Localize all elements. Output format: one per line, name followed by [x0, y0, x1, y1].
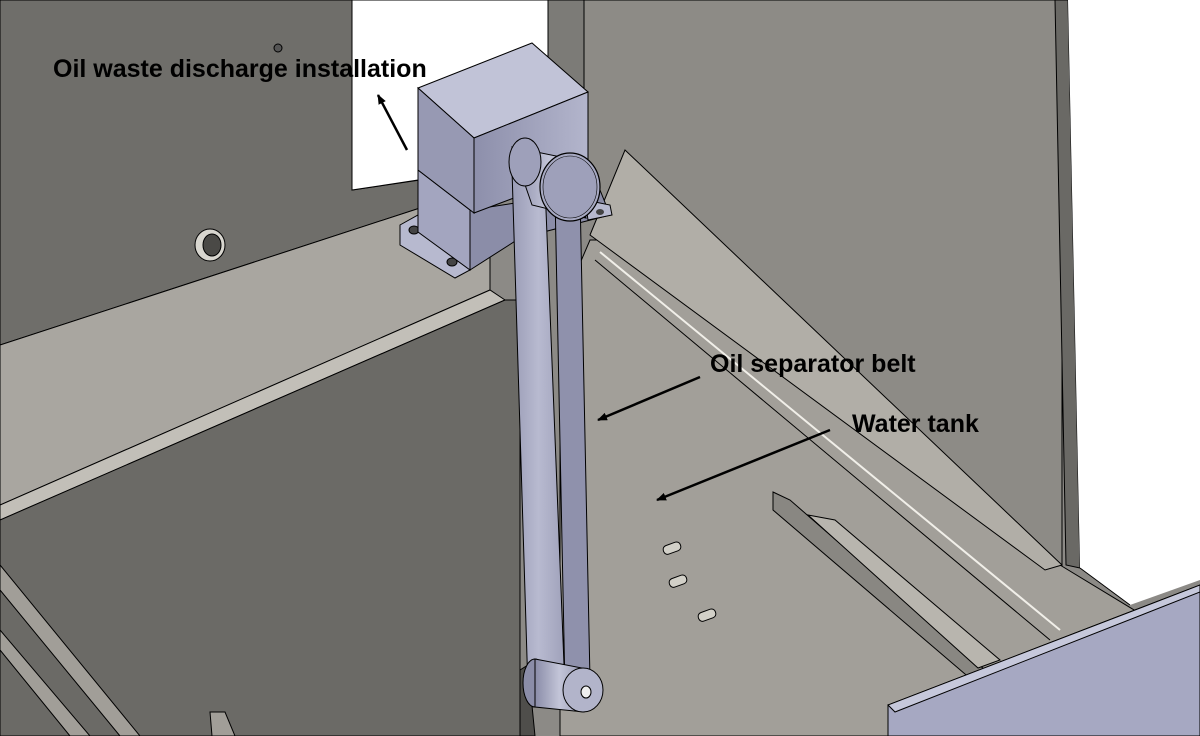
oil-waste-discharge-label: Oil waste discharge installation: [53, 55, 427, 83]
annotation-arrows: [376, 94, 831, 502]
belt-arrow: [597, 375, 701, 422]
tank-front-wall: [0, 299, 521, 736]
wall-hole: [194, 43, 283, 262]
oil-separator-belt-label: Oil separator belt: [710, 350, 916, 378]
discharge-arrow: [376, 94, 409, 151]
water-tank-floor: [559, 149, 1200, 736]
tank-arrow: [656, 428, 831, 502]
water-tank-label: Water tank: [852, 410, 979, 438]
oil-separator-belt-assembly: [508, 137, 604, 736]
floor-pins: [662, 541, 717, 622]
corner-component-box: [887, 584, 1200, 736]
